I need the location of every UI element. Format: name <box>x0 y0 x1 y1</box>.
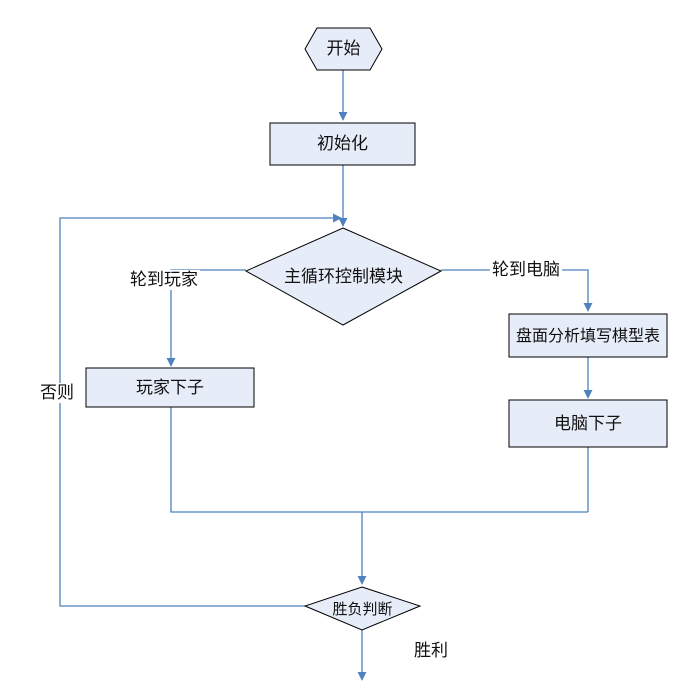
edge-player-to-merge <box>170 407 588 513</box>
judge-diamond <box>303 586 422 631</box>
computer-move-label: 电脑下子 <box>554 413 622 434</box>
edge-label-win: 胜利 <box>414 641 448 661</box>
main-loop-label: 主循环控制模块 <box>284 266 403 287</box>
edge-label-to-player: 轮到玩家 <box>128 270 200 290</box>
edge-judge-loop-back <box>59 213 342 607</box>
edge-label-to-computer: 轮到电脑 <box>490 260 562 280</box>
start-terminal <box>304 27 383 71</box>
start-label: 开始 <box>326 39 361 59</box>
main-loop-diamond <box>244 227 443 326</box>
player-move-label: 玩家下子 <box>136 377 204 398</box>
board-analysis-label: 盘面分析填写棋型表 <box>515 325 660 345</box>
init-box <box>269 122 416 166</box>
board-analysis-box <box>508 313 668 358</box>
player-move-box <box>85 367 255 408</box>
init-label: 初始化 <box>317 134 368 154</box>
edge-label-otherwise: 否则 <box>38 383 76 403</box>
computer-move-box <box>508 399 668 448</box>
judge-label: 胜负判断 <box>332 599 393 618</box>
